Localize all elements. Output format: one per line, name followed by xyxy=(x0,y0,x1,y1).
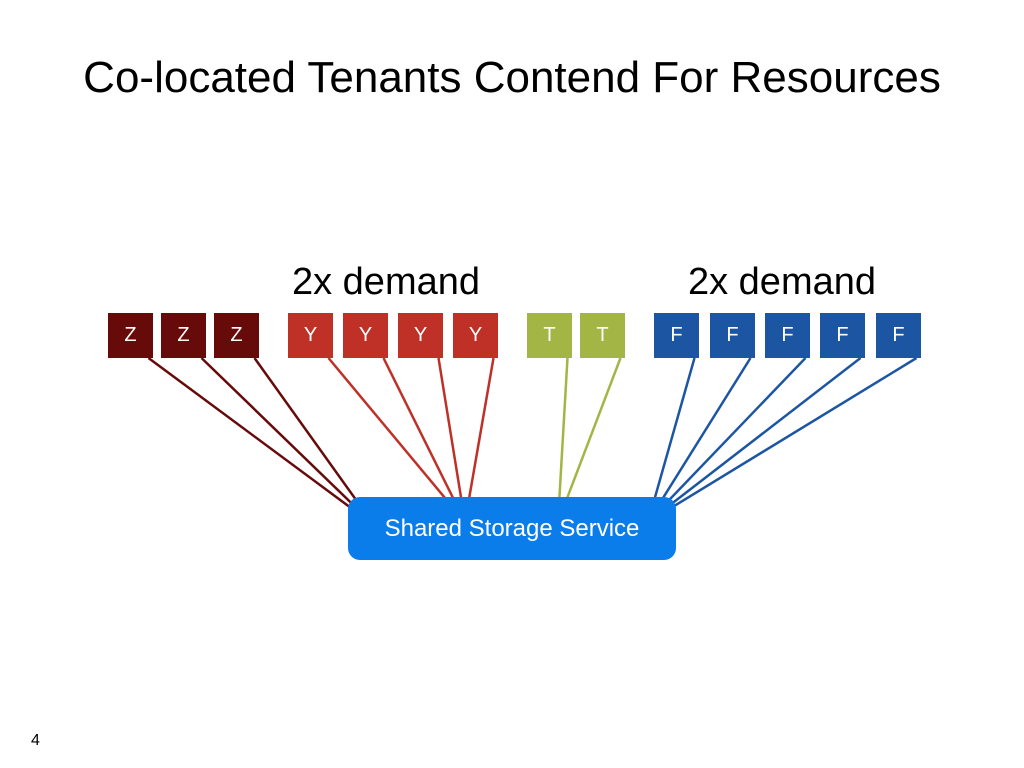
tenant-y-4: Y xyxy=(453,313,498,358)
tenant-t-1: T xyxy=(527,313,572,358)
tenant-y-2: Y xyxy=(343,313,388,358)
tenant-z-1: Z xyxy=(108,313,153,358)
arrow-f-12 xyxy=(647,357,807,523)
demand-label-f: 2x demand xyxy=(687,261,876,303)
tenant-z-3: Z xyxy=(214,313,259,358)
demand-label-y: 2x demand xyxy=(291,261,480,303)
tenant-f-2: F xyxy=(710,313,755,358)
arrow-f-14 xyxy=(646,356,918,524)
shared-storage-service: Shared Storage Service xyxy=(348,497,676,560)
tenant-y-3: Y xyxy=(398,313,443,358)
arrow-z-2 xyxy=(200,357,375,526)
tenant-f-1: F xyxy=(654,313,699,358)
arrow-z-1 xyxy=(147,356,376,527)
tenant-f-3: F xyxy=(765,313,810,358)
page-number: 4 xyxy=(31,732,40,749)
tenant-f-4: F xyxy=(820,313,865,358)
arrow-f-13 xyxy=(647,357,862,523)
tenant-f-5: F xyxy=(876,313,921,358)
tenant-t-2: T xyxy=(580,313,625,358)
tenant-y-1: Y xyxy=(288,313,333,358)
tenant-z-2: Z xyxy=(161,313,206,358)
slide-title: Co-located Tenants Contend For Resources xyxy=(83,53,941,102)
